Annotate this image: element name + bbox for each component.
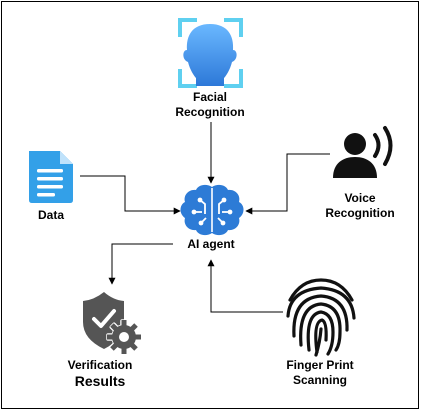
fingerprint-label-line2: Scanning: [292, 373, 347, 387]
fingerprint-icon: [286, 278, 356, 357]
verification-label-line2: Results: [74, 373, 126, 389]
arrow-fingerprint-to-agent: [207, 259, 283, 313]
ai-agent-label: AI agent: [170, 237, 252, 252]
voice-label-line2: Recognition: [325, 206, 395, 220]
voice-recognition-label: Voice Recognition: [300, 191, 420, 221]
shield-check-gear-icon: [83, 292, 142, 355]
document-icon: [29, 151, 73, 203]
ai-agent-label-text: AI agent: [187, 237, 235, 251]
fingerprint-scanning-label: Finger Print Scanning: [258, 358, 382, 388]
verification-label-line1: Verification: [67, 358, 133, 372]
facial-recognition-label: Facial Recognition: [150, 90, 270, 120]
connectors: [80, 122, 330, 313]
speaking-person-icon: [333, 126, 393, 178]
facial-label-line1: Facial: [192, 90, 228, 104]
facial-label-line2: Recognition: [175, 105, 245, 119]
arrow-data-to-agent: [80, 175, 181, 215]
ai-brain-icon: [180, 184, 244, 236]
arrow-voice-to-agent: [245, 153, 330, 215]
verification-results-label: Verification Results: [48, 358, 152, 391]
voice-label-line1: Voice: [344, 191, 376, 205]
data-label-text: Data: [37, 208, 64, 222]
face-scan-icon: [178, 18, 243, 88]
data-label: Data: [21, 208, 81, 223]
fingerprint-label-line1: Finger Print: [286, 358, 354, 372]
arrow-agent-to-verification: [108, 243, 173, 285]
